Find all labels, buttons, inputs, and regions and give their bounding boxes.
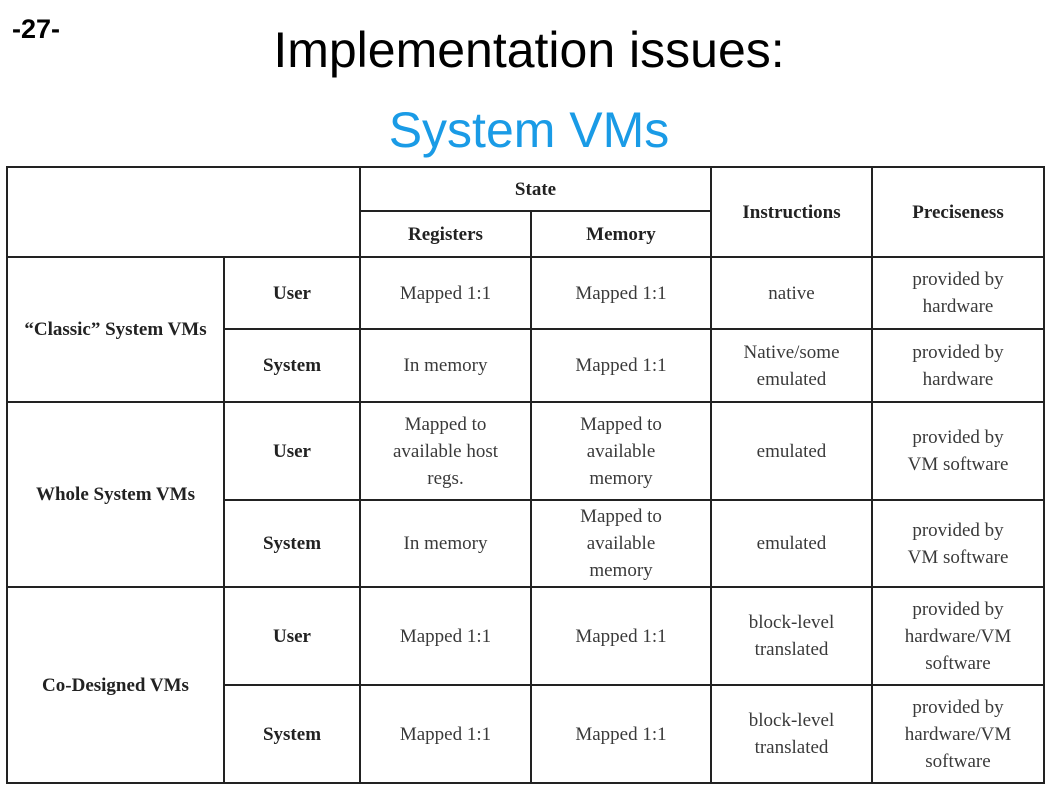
header-instructions: Instructions — [710, 166, 873, 258]
memory-cell: Mapped 1:1 — [530, 586, 712, 686]
header-row-sub: Registers Memory — [7, 210, 1044, 258]
table-row: System In memory Mapped 1:1 Native/some … — [7, 328, 1045, 403]
slide-title: Implementation issues: — [273, 22, 785, 78]
registers-cell: Mapped 1:1 — [359, 256, 532, 330]
memory-cell: Mapped to available memory — [530, 401, 712, 501]
registers-cell: Mapped to available host regs. — [359, 401, 532, 501]
preciseness-cell: provided by hardware — [871, 328, 1045, 403]
instructions-cell: block-level translated — [710, 586, 873, 686]
table-row: Whole System VMs User Mapped to availabl… — [6, 401, 1045, 588]
group-label-whole-system: Whole System VMs — [6, 401, 225, 588]
mode-cell: System — [223, 328, 361, 403]
instructions-cell: Native/some emulated — [710, 328, 873, 403]
mode-cell: System — [223, 684, 361, 784]
table-row: System In memory Mapped to available mem… — [7, 499, 1045, 588]
registers-cell: Mapped 1:1 — [359, 684, 532, 784]
table-row: “Classic” System VMs User Mapped 1:1 Map… — [6, 256, 1045, 403]
group-label-classic: “Classic” System VMs — [6, 256, 225, 403]
header-registers: Registers — [359, 210, 532, 258]
registers-cell: Mapped 1:1 — [359, 586, 532, 686]
registers-cell: In memory — [359, 328, 532, 403]
memory-cell: Mapped to available memory — [530, 499, 712, 588]
memory-cell: Mapped 1:1 — [530, 328, 712, 403]
vm-comparison-table: State Instructions Preciseness Registers… — [6, 166, 1045, 784]
header-preciseness: Preciseness — [871, 166, 1045, 258]
header-memory: Memory — [530, 210, 712, 258]
instructions-cell: block-level translated — [710, 684, 873, 784]
preciseness-cell: provided by VM software — [871, 401, 1045, 501]
table-row: System Mapped 1:1 Mapped 1:1 block-level… — [7, 684, 1045, 784]
mode-cell: User — [223, 256, 361, 330]
instructions-cell: emulated — [710, 499, 873, 588]
preciseness-cell: provided by hardware — [871, 256, 1045, 330]
registers-cell: In memory — [359, 499, 532, 588]
instructions-cell: emulated — [710, 401, 873, 501]
slide-subtitle: System VMs — [388, 102, 670, 158]
mode-cell: User — [223, 401, 361, 501]
table-row: Co-Designed VMs User Mapped 1:1 Mapped 1… — [6, 586, 1045, 784]
preciseness-cell: provided by hardware/VM software — [871, 684, 1045, 784]
header-row-top: State Instructions Preciseness — [6, 166, 1045, 258]
instructions-cell: native — [710, 256, 873, 330]
page-number: -27- — [12, 14, 61, 44]
memory-cell: Mapped 1:1 — [530, 256, 712, 330]
mode-cell: System — [223, 499, 361, 588]
memory-cell: Mapped 1:1 — [530, 684, 712, 784]
mode-cell: User — [223, 586, 361, 686]
group-label-co-designed: Co-Designed VMs — [6, 586, 225, 784]
empty-corner-cell — [6, 166, 361, 258]
preciseness-cell: provided by VM software — [871, 499, 1045, 588]
preciseness-cell: provided by hardware/VM software — [871, 586, 1045, 686]
header-state: State — [359, 166, 712, 212]
